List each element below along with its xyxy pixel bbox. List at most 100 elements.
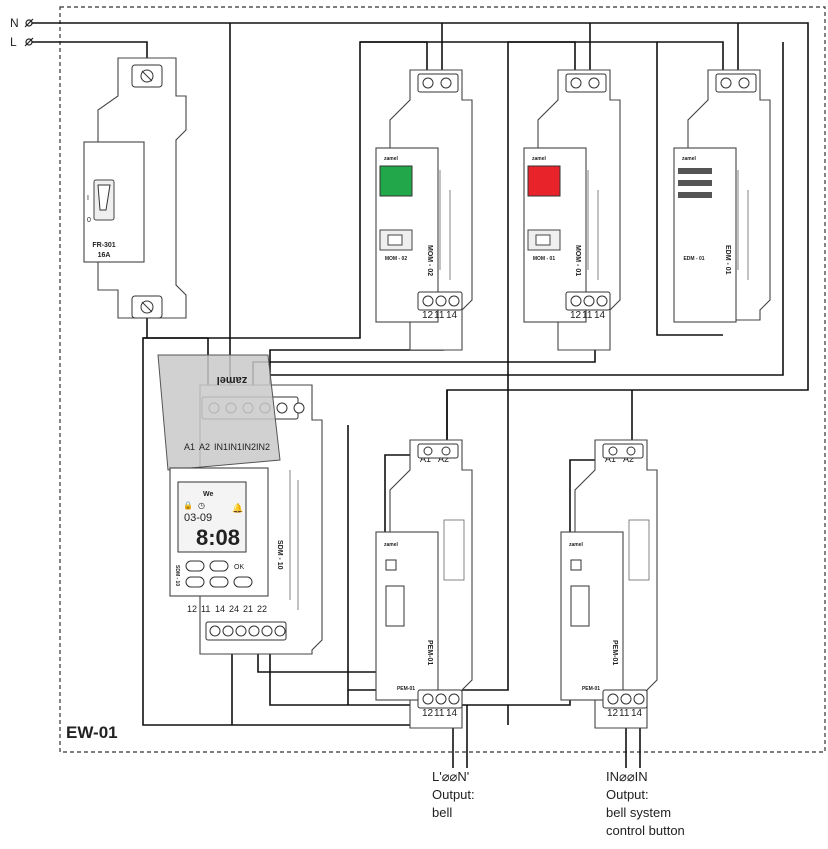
- lcd-time: 8:08: [196, 525, 240, 550]
- terminal-label-12: 12: [570, 310, 582, 321]
- breaker-on-label: I: [87, 195, 89, 202]
- timer-button-5[interactable]: [233, 576, 253, 588]
- timer-button-4[interactable]: [209, 576, 229, 588]
- indicator-bar-icon: [678, 192, 712, 198]
- brand-logo: zamel: [532, 156, 547, 162]
- frame-label: EW-01: [66, 723, 118, 742]
- screw-icon: [435, 693, 447, 705]
- relay-bottom-label-12: 12: [607, 708, 619, 719]
- terminal-label-11: 11: [434, 310, 445, 321]
- screw-icon: [435, 295, 447, 307]
- brand-logo-inverted: zamel: [217, 374, 248, 386]
- screw-icon: [626, 446, 636, 456]
- brand-logo: zamel: [682, 156, 697, 162]
- relay-pem01-2: A1 A2 zamel PEM-01 PEM-01 12 11 14: [560, 439, 658, 729]
- timer-bottom-label-11: 11: [201, 604, 210, 614]
- screw-icon: [422, 77, 434, 89]
- relay-bottom-label-14: 14: [446, 708, 458, 719]
- live-label: L: [10, 35, 17, 49]
- timer-top-label-a1: A1: [184, 442, 195, 452]
- output-bell-pins: L'⌀⌀N': [432, 769, 470, 784]
- green-lamp-icon: [379, 165, 413, 197]
- neutral-label: N: [10, 16, 19, 30]
- screw-icon: [633, 693, 645, 705]
- timer-top-label-in1: IN1: [228, 442, 242, 452]
- screw-icon: [620, 693, 632, 705]
- screw-icon: [448, 295, 460, 307]
- ok-label: OK: [234, 564, 244, 571]
- output-bell-line1: Output:: [432, 787, 475, 802]
- screw-icon: [276, 402, 288, 414]
- lcd-date: 03-09: [184, 512, 212, 524]
- timer-bottom-label-14: 14: [215, 604, 225, 614]
- module-mom01: zamel MOM - 01 MOM - 01 12 11 14: [523, 69, 621, 351]
- indicator-bar-icon: [678, 168, 712, 174]
- screw-icon: [583, 295, 595, 307]
- supply-terminals: N L: [10, 16, 34, 49]
- relay-bottom-label-11: 11: [619, 708, 630, 719]
- timer-front-name: SDM - 10: [174, 565, 180, 586]
- screw-icon: [248, 625, 260, 637]
- timer-top-label-in2: IN2: [256, 442, 270, 452]
- module-side-label: MOM - 01: [574, 245, 581, 276]
- brand-logo: zamel: [384, 542, 399, 548]
- breaker-name: FR-301: [92, 242, 115, 249]
- screw-icon: [596, 295, 608, 307]
- module-front-label: MOM - 02: [385, 256, 407, 262]
- output-control-button: IN⌀⌀IN Output: bell system control butto…: [606, 768, 685, 840]
- breaker-rating: 16A: [98, 252, 111, 259]
- brand-logo: zamel: [569, 542, 584, 548]
- terminal-label-11: 11: [582, 310, 593, 321]
- module-side-label: MOM - 02: [426, 245, 433, 276]
- output-bell-line2: bell: [432, 805, 453, 820]
- relay-front: [375, 531, 439, 701]
- timer-top-label-in2: IN2: [242, 442, 256, 452]
- screw-icon: [274, 625, 286, 637]
- screw-icon: [235, 625, 247, 637]
- timer-cover: [157, 354, 281, 471]
- relay-side-label: PEM-01: [426, 640, 433, 665]
- relay-bottom-label-11: 11: [434, 708, 445, 719]
- screw-icon: [570, 77, 582, 89]
- relay-front-label: PEM-01: [397, 686, 415, 692]
- timer-top-label-in1: IN1: [214, 442, 228, 452]
- module-front: [673, 147, 737, 323]
- relay-bottom-label-14: 14: [631, 708, 643, 719]
- screw-icon: [440, 77, 452, 89]
- timer-top-label-a2: A2: [199, 442, 210, 452]
- timer-lcd: [177, 481, 247, 553]
- screw-icon: [209, 625, 221, 637]
- screw-icon: [222, 625, 234, 637]
- module-front-label: EDM - 01: [683, 256, 704, 262]
- module-side-label: EDM - 01: [724, 245, 731, 275]
- terminal-label-14: 14: [594, 310, 606, 321]
- screw-icon: [448, 693, 460, 705]
- output-control-pins: IN⌀⌀IN: [606, 769, 648, 784]
- breaker-fr301: I 0 FR-301 16A: [83, 57, 187, 319]
- screw-icon: [422, 295, 434, 307]
- brand-logo: zamel: [384, 156, 399, 162]
- relay-bottom-label-12: 12: [422, 708, 434, 719]
- relay-side-label: PEM-01: [611, 640, 618, 665]
- relay-top-label-a1: A1: [605, 454, 616, 464]
- screw-icon: [423, 446, 433, 456]
- module-edm01: zamel EDM - 01 EDM - 01: [673, 69, 771, 323]
- contact-icon: [385, 585, 405, 627]
- timer-sdm10: zamel A1 A2 IN1 IN1 IN2 IN2 We 🔒 ◷ 03-09…: [157, 354, 323, 655]
- timer-button-1[interactable]: [185, 560, 205, 572]
- timer-button-2[interactable]: [209, 560, 229, 572]
- relay-front: [560, 531, 624, 701]
- screw-icon: [293, 402, 305, 414]
- timer-bottom-label-12: 12: [187, 604, 197, 614]
- timer-button-3[interactable]: [185, 576, 205, 588]
- module-mom02: zamel MOM - 02 MOM - 02 12 11 14: [375, 69, 473, 351]
- output-control-line3: control button: [606, 823, 685, 838]
- bell-icon: 🔔: [232, 503, 243, 513]
- timer-bottom-label-24: 24: [229, 604, 239, 614]
- module-front-label: MOM - 01: [533, 256, 555, 262]
- screw-icon: [261, 625, 273, 637]
- relay-front-label: PEM-01: [582, 686, 600, 692]
- indicator-bar-icon: [678, 180, 712, 186]
- screw-icon: [608, 446, 618, 456]
